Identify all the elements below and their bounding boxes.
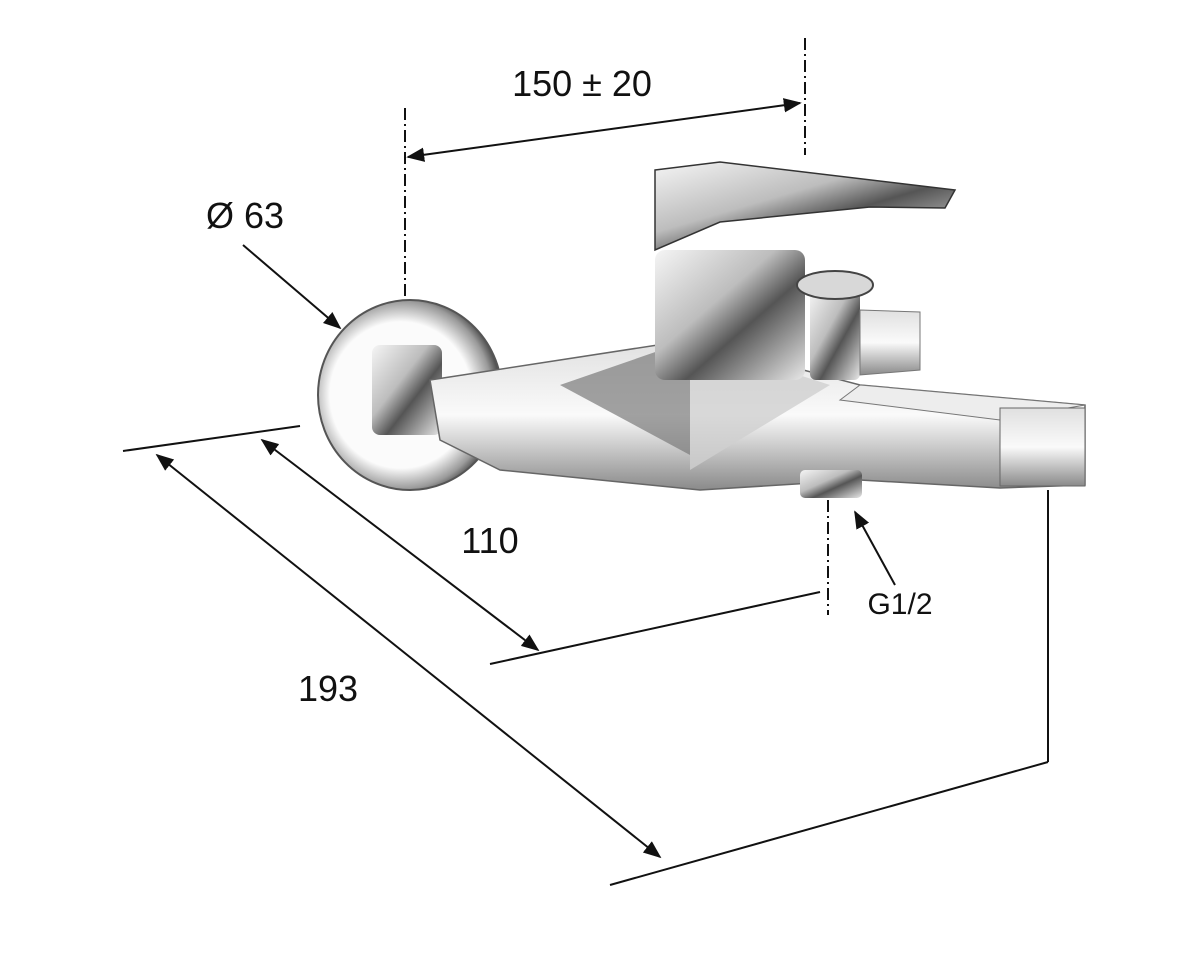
plate-connector (372, 345, 442, 435)
label-center-distance: 150 ± 20 (512, 63, 652, 104)
outlet-extension-line (489, 591, 821, 665)
label-outlet-depth: 110 (461, 520, 518, 561)
arrow-center-distance (406, 98, 802, 162)
arrow-plate-diameter (242, 244, 342, 330)
spout-extension-line (609, 761, 1049, 886)
arrow-thread (854, 510, 896, 586)
lever-handle (654, 161, 957, 252)
faucet-illustration (317, 161, 1086, 498)
diverter-knob (796, 270, 874, 300)
arrow-spout-depth (155, 453, 662, 859)
dimension-lines (122, 38, 1049, 886)
label-spout-depth: 193 (298, 668, 358, 709)
diverter-stem (810, 290, 860, 380)
rear-block (859, 309, 921, 376)
mixer-cartridge (655, 250, 805, 380)
label-plate-diameter: Ø 63 (206, 195, 284, 236)
wall-reference-line (122, 425, 301, 452)
label-thread: G1/2 (867, 588, 932, 621)
spout-tip (999, 407, 1086, 487)
outlet-nipple (800, 470, 862, 498)
